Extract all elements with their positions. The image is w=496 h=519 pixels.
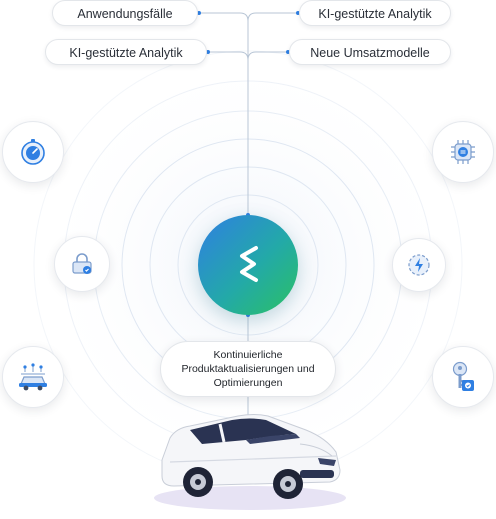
ev-charging-icon (408, 254, 430, 276)
bubble-line-1: Kontinuierliche (213, 349, 283, 361)
speed-dial-icon-circle (2, 121, 64, 183)
pill-new-revenue-models: Neue Umsatzmodelle (289, 39, 451, 65)
pill-ai-analytics-top: KI-gestützte Analytik (299, 0, 451, 26)
connected-car-network-icon-circle (2, 346, 64, 408)
bubble-line-2: Produktaktualisierungen und (181, 363, 315, 375)
continuous-updates-bubble: Kontinuierliche Produktaktualisierungen … (160, 341, 336, 397)
pill-ai-analytics-mid: KI-gestützte Analytik (45, 39, 207, 65)
s-logo-icon (240, 246, 258, 282)
pill-use-cases: Anwendungsfälle (52, 0, 198, 26)
connected-car-network-icon (19, 363, 47, 391)
speed-dial-icon (21, 139, 45, 165)
chip-processor-icon (451, 140, 475, 164)
secure-lock-card-icon (72, 253, 92, 274)
ev-charging-icon-circle (392, 238, 446, 292)
car-illustration (154, 414, 346, 510)
digital-key-icon (452, 361, 474, 391)
connector-lines (199, 12, 298, 420)
secure-lock-card-icon-circle (54, 236, 110, 292)
digital-key-icon-circle (432, 346, 494, 408)
chip-processor-icon-circle (432, 121, 494, 183)
bubble-line-3: Optimierungen (213, 377, 283, 389)
central-hub (198, 215, 298, 315)
